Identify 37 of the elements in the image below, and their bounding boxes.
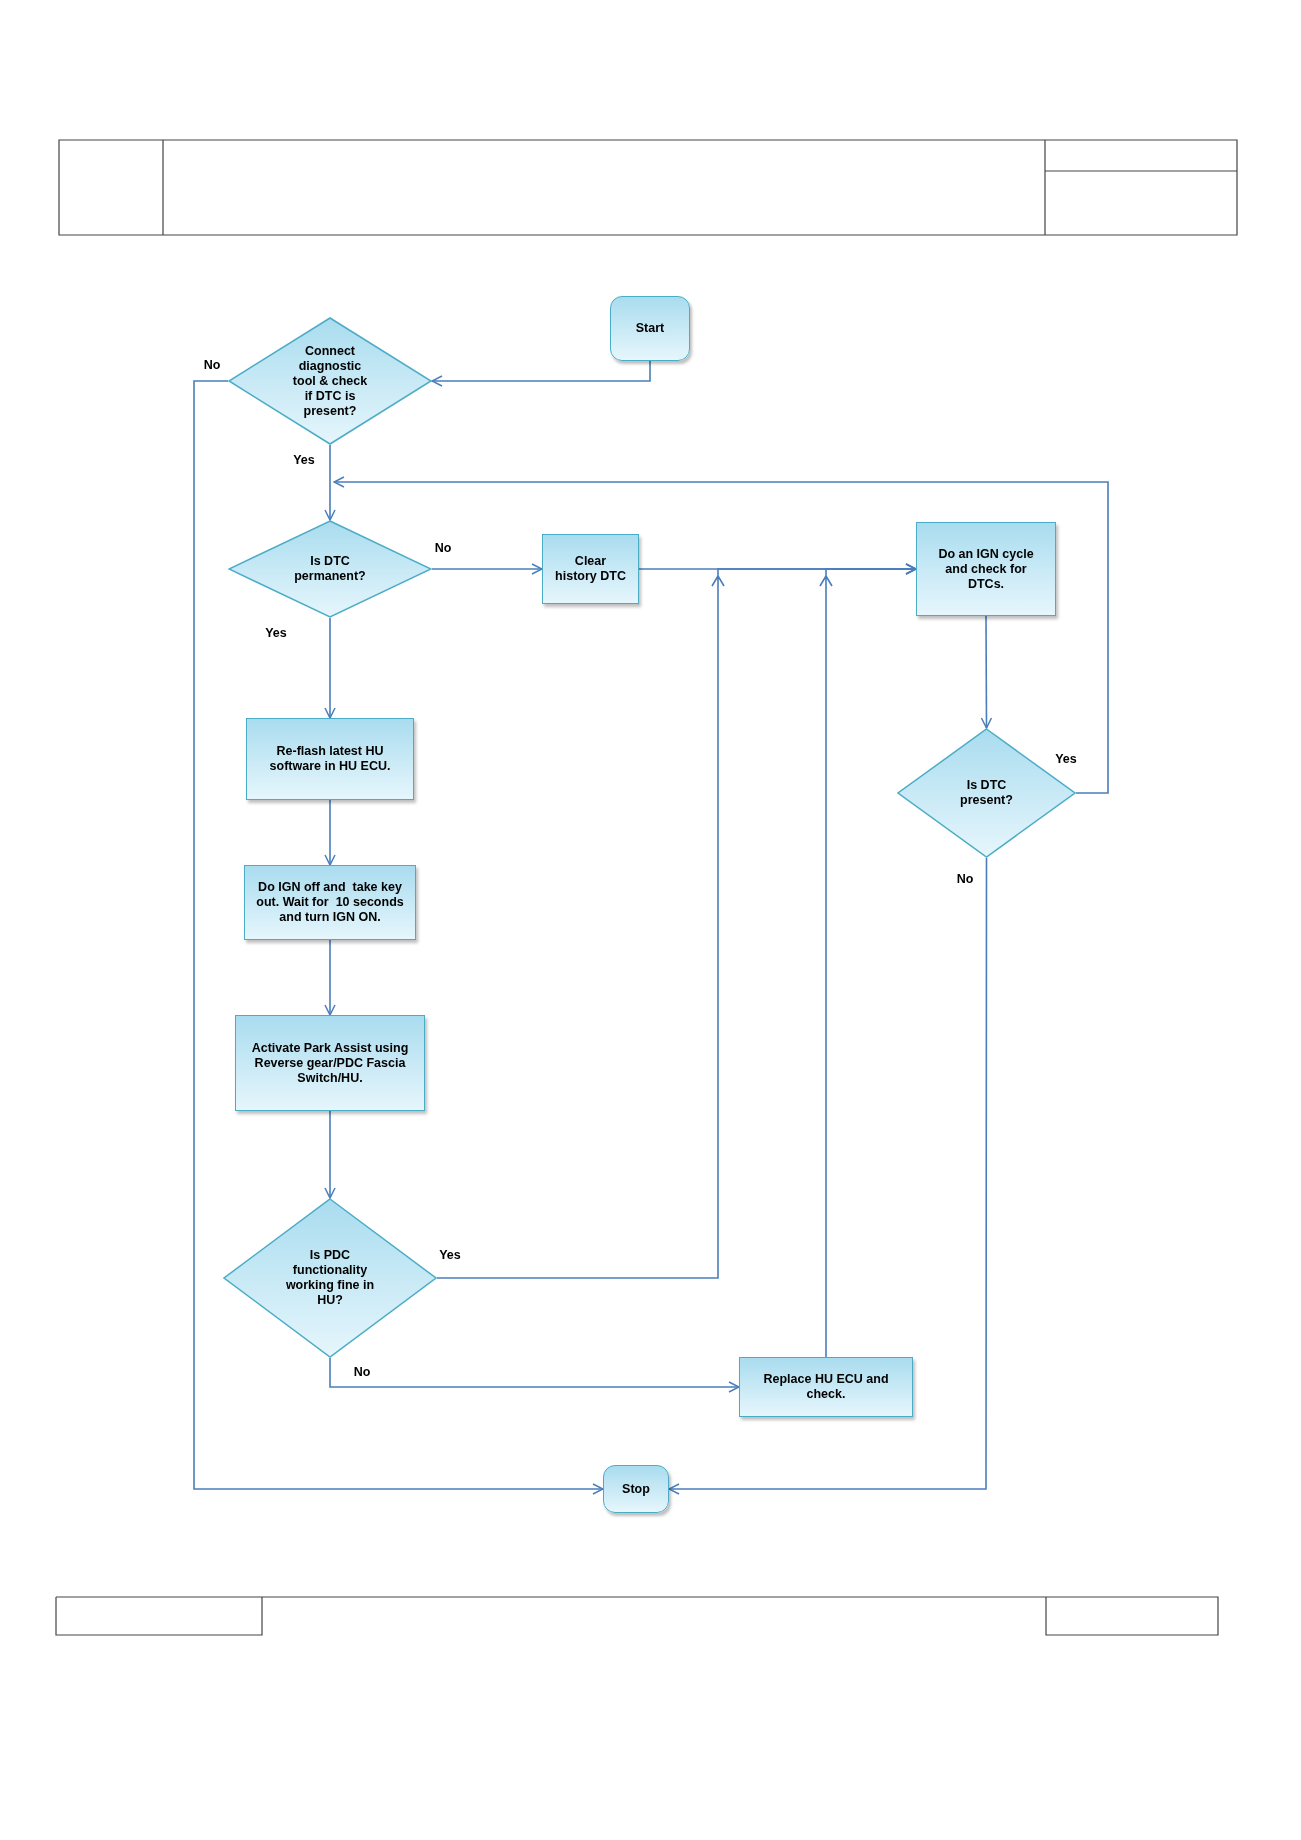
node-text: Stop — [622, 1481, 650, 1497]
node-text: Start — [635, 321, 665, 336]
arrow — [324, 1110, 336, 1199]
arrow — [329, 1357, 740, 1393]
arrow — [668, 857, 988, 1495]
decision-diamond — [897, 728, 1076, 858]
arrow — [980, 615, 993, 729]
arrow — [324, 799, 336, 866]
process-box — [246, 718, 414, 800]
decision-diamond — [223, 1198, 437, 1358]
node-text: Is DTC present? — [959, 778, 1014, 808]
node-text: Is PDC functionality working fine in HU? — [284, 1248, 376, 1308]
node-text: Do an IGN cycle and check for DTCs. — [937, 546, 1035, 592]
process-box — [916, 522, 1056, 616]
process-box — [244, 865, 416, 940]
node-text: Do IGN off and take key out. Wait for 10 seconds and turn IGN ON. — [255, 880, 405, 925]
arrow — [324, 444, 336, 521]
arrow — [324, 939, 336, 1016]
node-text: Activate Park Assist using Reverse gear/PDC Fascia Switch/HU. — [250, 1040, 410, 1086]
arrow — [193, 380, 604, 1495]
node-text: Is DTC permanent? — [293, 554, 367, 584]
terminal-box — [610, 296, 690, 361]
node-text: Connect diagnostic tool & check if DTC is present? — [291, 343, 369, 419]
node-text: Clear history DTC — [554, 554, 627, 584]
arrow — [431, 360, 651, 387]
arrow — [819, 563, 917, 1358]
terminal-box — [603, 1465, 669, 1513]
node-text: Re-flash latest HU software in HU ECU. — [268, 744, 392, 774]
process-box — [739, 1357, 913, 1417]
arrow — [431, 563, 543, 575]
node-text: Replace HU ECU and check. — [762, 1372, 890, 1402]
arrow — [324, 617, 336, 719]
arrow — [333, 476, 1109, 794]
decision-diamond — [228, 317, 432, 445]
process-box — [235, 1015, 425, 1111]
process-box — [542, 534, 639, 604]
decision-diamond — [228, 520, 432, 618]
